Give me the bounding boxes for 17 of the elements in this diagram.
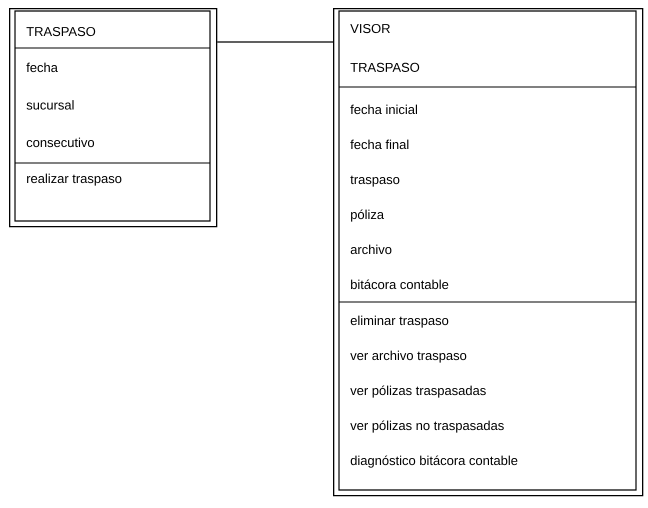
attribute-text: archivo [350, 244, 392, 254]
attribute-text: traspaso [350, 176, 400, 187]
attribute-text: póliza [351, 209, 384, 222]
attribute-text: bitácora contable [351, 279, 448, 290]
attribute-text: sucursal [26, 100, 74, 110]
method-text: eliminar traspaso [350, 316, 448, 328]
class-name: TRASPASO [26, 26, 96, 36]
attribute-text: fecha [26, 62, 58, 72]
attribute-text: fecha inicial [350, 104, 417, 114]
attribute-text: consecutivo [26, 138, 94, 148]
connector-line [217, 41, 333, 43]
method-text: ver archivo traspaso [350, 350, 466, 363]
method-text: ver pólizas no traspasadas [350, 420, 504, 433]
attribute-text: fecha final [350, 140, 408, 150]
method-text: diagnóstico bitácora contable [350, 455, 518, 468]
method-text: realizar traspaso [27, 174, 122, 186]
method-text: ver pólizas traspasadas [350, 385, 486, 398]
